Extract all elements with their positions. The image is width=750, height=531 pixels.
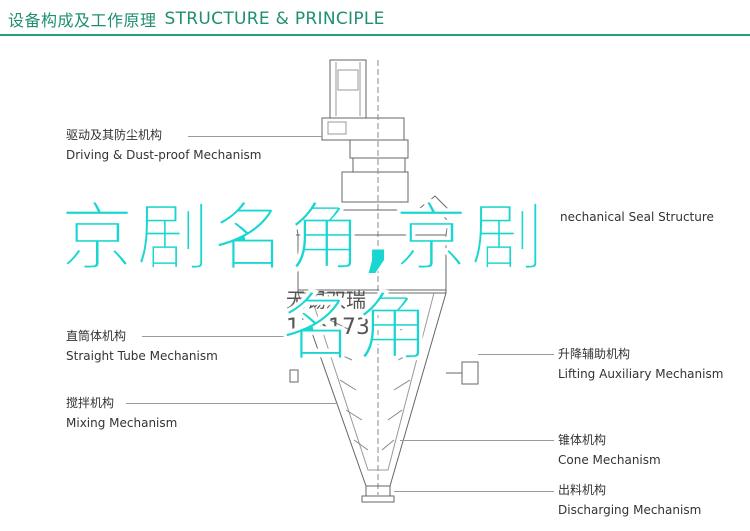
header-title-en: STRUCTURE & PRINCIPLE (164, 9, 385, 29)
label-lifting: 升降辅助机构 Lifting Auxiliary Mechanism (558, 347, 724, 381)
header-divider (0, 34, 750, 36)
motor-body (329, 59, 367, 119)
drawing-name-text: 无锡双瑞 (286, 288, 366, 312)
drawing-serial-text: 136173 (286, 315, 370, 340)
leader-mixing (126, 403, 336, 404)
label-discharge: 出料机构 Discharging Mechanism (558, 483, 702, 517)
lifting-lug (461, 361, 479, 385)
overlay-text-line2: 名角 (280, 285, 432, 372)
leader-discharge (394, 491, 554, 492)
label-tube: 直筒体机构 Straight Tube Mechanism (66, 329, 218, 363)
coupling-housing (349, 139, 409, 159)
label-mixing: 搅拌机构 Mixing Mechanism (66, 396, 178, 430)
left-bracket (289, 369, 299, 383)
leader-tube (142, 336, 290, 337)
leader-drive (188, 136, 322, 137)
overlay-text-line1: 京剧名角,京剧 (59, 195, 547, 282)
page-header: 设备构成及工作原理 STRUCTURE & PRINCIPLE (8, 7, 385, 31)
label-cone: 锥体机构 Cone Mechanism (558, 433, 661, 467)
inlet-nozzle (419, 195, 448, 215)
header-title-cn: 设备构成及工作原理 (8, 11, 157, 30)
leader-lifting (478, 354, 554, 355)
gearbox (321, 117, 405, 141)
seal-housing (341, 171, 409, 203)
label-drive: 驱动及其防尘机构 Driving & Dust-proof Mechanism (66, 128, 262, 162)
label-seal: nechanical Seal Structure (560, 210, 714, 224)
straight-tube (297, 234, 447, 294)
leader-cone (400, 440, 554, 441)
